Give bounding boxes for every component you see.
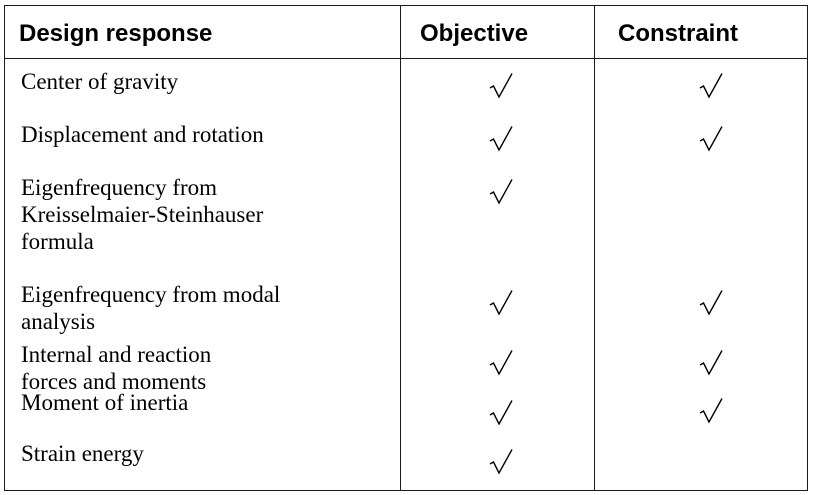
objective-check-icon [488,178,514,206]
header-divider [5,58,807,59]
row-label: Eigenfrequency from Kreisselmaier-Steinh… [21,175,264,254]
objective-check-icon [488,289,514,317]
header-objective: Objective [420,20,529,47]
row-label: Eigenfrequency from modal analysis [21,282,281,334]
constraint-check-icon [698,125,724,153]
design-response-table: Design response Objective Constraint Cen… [4,5,808,491]
objective-check-icon [488,399,514,427]
header-design-response: Design response [19,20,213,47]
row-label: Strain energy [21,441,144,466]
objective-check-icon [488,349,514,377]
row-label: Internal and reaction forces and moments [21,342,212,394]
row-label: Displacement and rotation [21,122,264,147]
column-divider-1 [400,6,401,490]
row-label: Moment of inertia [21,390,189,415]
constraint-check-icon [698,72,724,100]
row-label: Center of gravity [21,69,179,94]
constraint-check-icon [698,289,724,317]
constraint-empty-cell [698,178,724,206]
objective-check-icon [488,125,514,153]
constraint-empty-cell [698,448,724,476]
column-divider-2 [594,6,595,490]
objective-check-icon [488,72,514,100]
objective-check-icon [488,448,514,476]
constraint-check-icon [698,349,724,377]
header-constraint: Constraint [618,20,738,47]
constraint-check-icon [698,397,724,425]
